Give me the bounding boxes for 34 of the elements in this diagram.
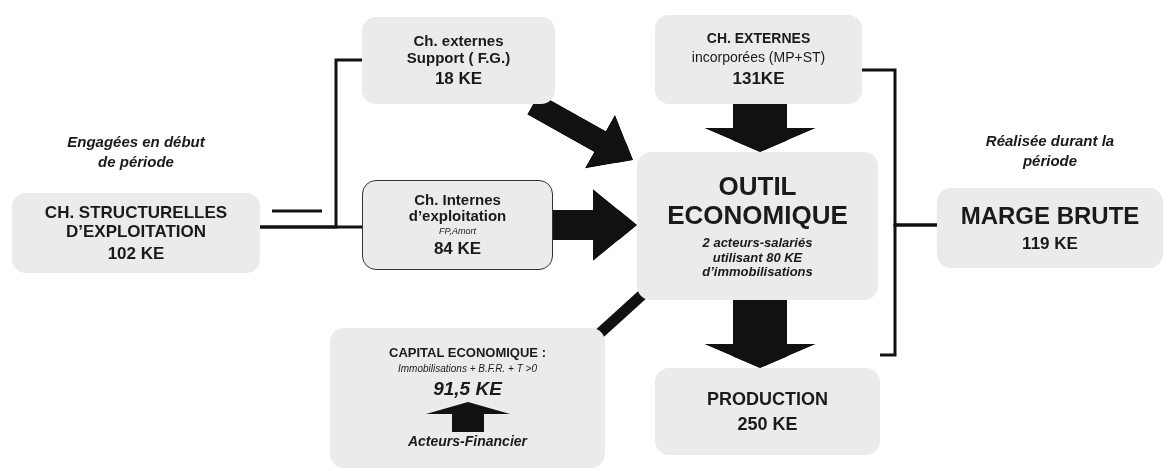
box-title: CH. EXTERNES bbox=[706, 31, 811, 47]
block-arrow bbox=[704, 300, 816, 368]
box-text: 131KE bbox=[732, 68, 785, 88]
rounded-box bbox=[655, 15, 862, 104]
rounded-box bbox=[655, 368, 880, 455]
connector-line bbox=[260, 225, 362, 229]
block-arrow bbox=[704, 104, 816, 152]
box-text: 2 acteurs-salariés utilisant 80 KE d’immobilisations bbox=[701, 236, 814, 280]
box-text: FP,Amort bbox=[439, 226, 476, 237]
box-title: MARGE BRUTE bbox=[960, 203, 1140, 230]
box-text: 119 KE bbox=[1022, 233, 1078, 253]
box-text: Acteurs-Financier bbox=[407, 434, 527, 450]
box-title: Ch. externes Support ( F.G.) bbox=[405, 33, 512, 67]
box-text: Immobilisations + B.F.R. + T >0 bbox=[397, 362, 537, 374]
rounded-box bbox=[637, 152, 878, 300]
block-arrow bbox=[553, 189, 637, 261]
connector-line bbox=[595, 290, 646, 339]
box-text: 102 KE bbox=[107, 243, 165, 263]
box-text: 18 KE bbox=[434, 68, 483, 88]
box-title: OUTIL ECONOMIQUE bbox=[666, 172, 849, 231]
box-title: Ch. Internes d’exploitation bbox=[407, 191, 508, 226]
box-title: CAPITAL ECONOMIQUE : bbox=[389, 346, 546, 361]
connector-line bbox=[880, 223, 937, 357]
box-title: CH. STRUCTURELLES D’EXPLOITATION bbox=[43, 203, 229, 242]
caption-text: Réalisée durant la période bbox=[984, 131, 1116, 170]
box-text: incorporées (MP+ST) bbox=[691, 50, 826, 66]
caption-text: Engagées en début de période bbox=[66, 132, 207, 171]
rounded-box bbox=[362, 17, 555, 104]
rounded-box bbox=[330, 328, 605, 468]
box-text: 84 KE bbox=[433, 239, 482, 259]
box-text: 250 KE bbox=[737, 413, 798, 434]
rounded-box bbox=[362, 180, 553, 270]
box-text: 91,5 KE bbox=[433, 377, 502, 400]
box-title: PRODUCTION bbox=[707, 389, 828, 410]
